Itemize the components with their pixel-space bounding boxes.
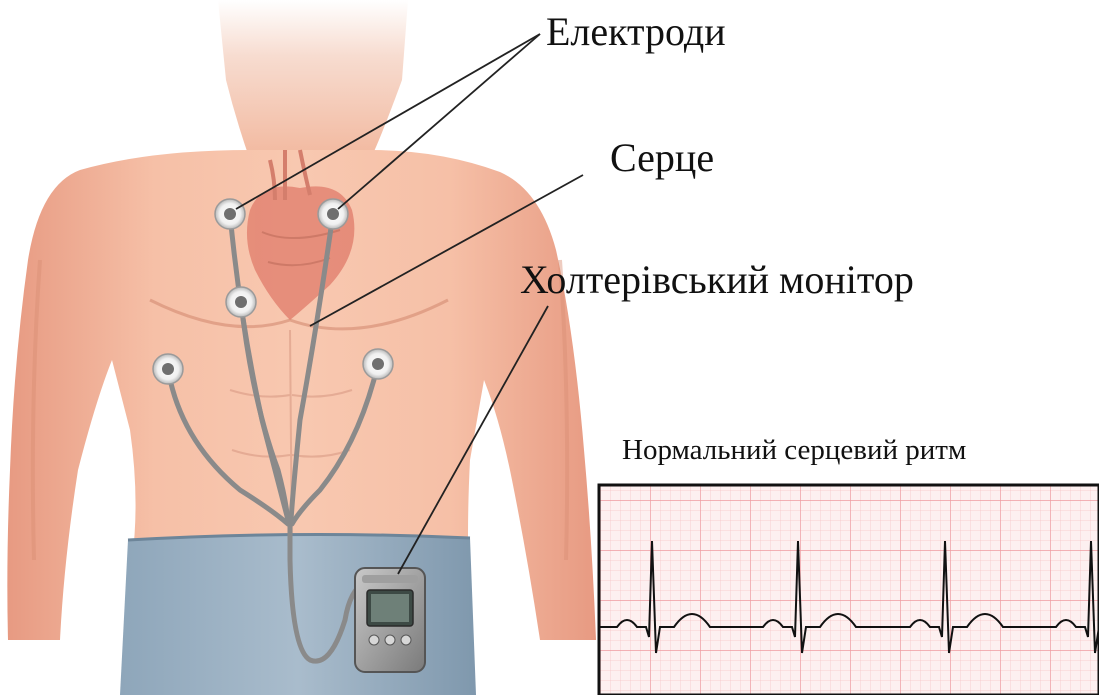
holter-monitor-icon <box>355 568 425 672</box>
human-torso <box>7 0 596 695</box>
electrode-icon <box>153 354 183 384</box>
ecg-strip <box>598 484 1099 695</box>
electrode-icon <box>215 199 245 229</box>
ecg-grid <box>598 484 1099 695</box>
neck <box>218 0 408 160</box>
label-electrodes: Електроди <box>546 8 726 55</box>
electrode-icon <box>226 287 256 317</box>
label-heart: Серце <box>610 134 714 181</box>
electrode-icon <box>363 349 393 379</box>
ecg-title: Нормальний серцевий ритм <box>622 434 966 467</box>
label-holter-monitor: Холтерівський монітор <box>520 256 914 303</box>
